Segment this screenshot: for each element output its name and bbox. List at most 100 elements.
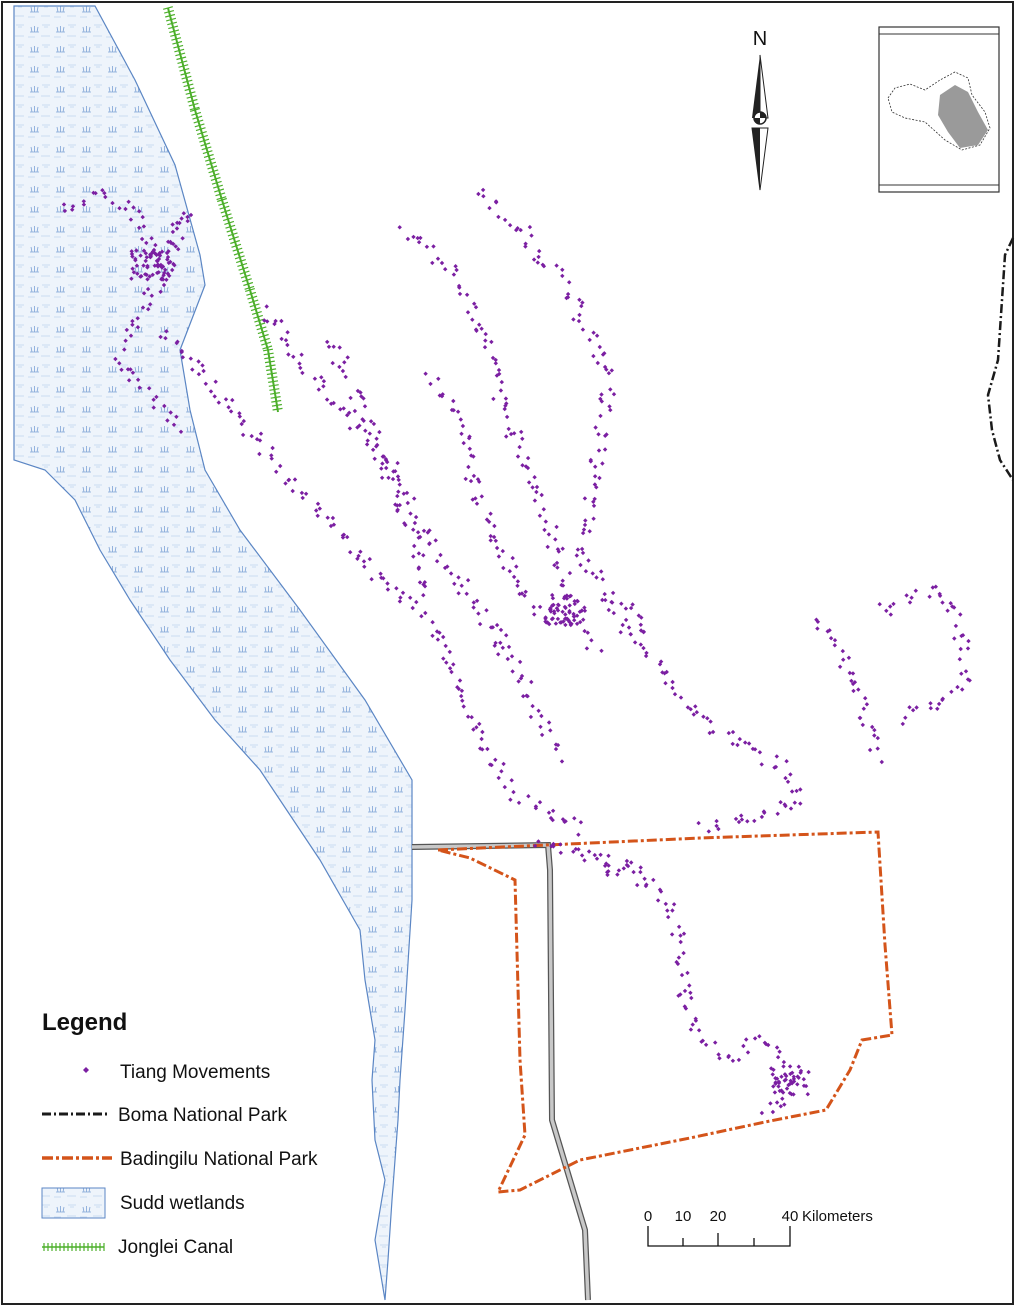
tiang-point (532, 612, 537, 617)
tiang-point (665, 908, 670, 913)
tiang-point (579, 853, 585, 858)
tiang-point (126, 378, 132, 383)
tiang-point (154, 252, 159, 258)
tiang-point (369, 577, 374, 582)
tiang-point (478, 746, 483, 751)
tiang-point (798, 801, 803, 806)
tiang-point (486, 519, 492, 524)
tiang-point (599, 569, 604, 574)
tiang-point (616, 868, 622, 873)
tiang-point (168, 240, 174, 246)
tiang-point (122, 347, 127, 352)
tiang-point (534, 484, 540, 490)
tiang-point (131, 205, 136, 210)
tiang-point (390, 476, 396, 482)
tiang-point (875, 746, 880, 751)
tiang-point (385, 587, 391, 592)
tiang-point (511, 789, 516, 795)
tiang-point (162, 403, 167, 409)
tiang-point (771, 1084, 776, 1089)
tiang-point (777, 1049, 782, 1054)
tiang-point (741, 1043, 746, 1049)
tiang-point (352, 408, 358, 414)
tiang-point (70, 204, 76, 209)
tiang-point (576, 832, 581, 837)
tiang-point (937, 593, 943, 598)
tiang-point (479, 494, 484, 499)
tiang-point (726, 1054, 731, 1060)
tiang-point (457, 285, 462, 290)
tiang-point (643, 653, 649, 659)
tiang-point (551, 609, 557, 614)
tiang-point (168, 410, 173, 415)
tiang-point (517, 659, 523, 665)
tiang-point (687, 983, 692, 988)
tiang-point (173, 244, 178, 249)
tiang-point (140, 305, 146, 310)
tiang-point (553, 746, 559, 752)
tiang-point (400, 590, 406, 595)
tiang-point (745, 819, 750, 824)
tiang-point (576, 847, 581, 852)
tiang-point (437, 393, 442, 398)
tiang-point (682, 988, 688, 994)
tiang-point (237, 411, 242, 416)
tiang-point (315, 501, 321, 506)
tiang-point (814, 617, 819, 622)
tiang-point (129, 276, 134, 281)
tiang-point (379, 575, 384, 580)
tiang-point (292, 477, 298, 482)
tiang-point (395, 474, 401, 479)
tiang-point (582, 605, 587, 610)
boma-national-park-boundary (986, 237, 1015, 481)
tiang-point (185, 218, 190, 224)
tiang-point (347, 410, 352, 415)
tiang-point (825, 629, 830, 634)
tiang-point (430, 633, 435, 638)
tiang-point (606, 863, 611, 868)
tiang-point (888, 604, 893, 609)
tiang-point (164, 277, 169, 282)
tiang-point (550, 592, 555, 598)
tiang-point (532, 475, 537, 480)
tiang-point (278, 463, 283, 469)
tiang-point (655, 898, 661, 903)
tiang-point (483, 338, 488, 343)
tiang-point (456, 686, 461, 692)
tiang-point (593, 464, 598, 469)
tiang-point (470, 317, 475, 322)
tiang-point (129, 251, 135, 257)
tiang-point (571, 849, 576, 854)
tiang-point (200, 363, 205, 368)
tiang-point (435, 256, 441, 261)
north-label: N (753, 28, 767, 50)
tiang-point (141, 224, 147, 229)
tiang-point (144, 240, 149, 246)
tiang-point (594, 333, 600, 338)
tiang-point (615, 872, 620, 877)
tiang-point (447, 666, 453, 671)
tiang-point (606, 371, 612, 376)
tiang-point (773, 1081, 778, 1086)
tiang-point (585, 630, 590, 635)
tiang-point (796, 1064, 801, 1069)
tiang-point (554, 263, 559, 268)
tiang-point (471, 454, 476, 459)
tiang-point (166, 249, 171, 254)
tiang-point (312, 376, 318, 381)
tiang-point (223, 397, 229, 402)
tiang-point (534, 489, 539, 495)
tiang-point (516, 800, 522, 805)
tiang-point (679, 972, 685, 978)
tiang-point (537, 800, 543, 805)
tiang-point (910, 708, 916, 713)
tiang-point (414, 599, 419, 605)
tiang-point (141, 248, 147, 253)
tiang-point (624, 858, 630, 864)
tiang-point (685, 705, 691, 710)
tiang-point (606, 869, 611, 874)
tiang-point (713, 1040, 718, 1045)
tiang-point (452, 581, 457, 586)
tiang-point (783, 775, 788, 781)
